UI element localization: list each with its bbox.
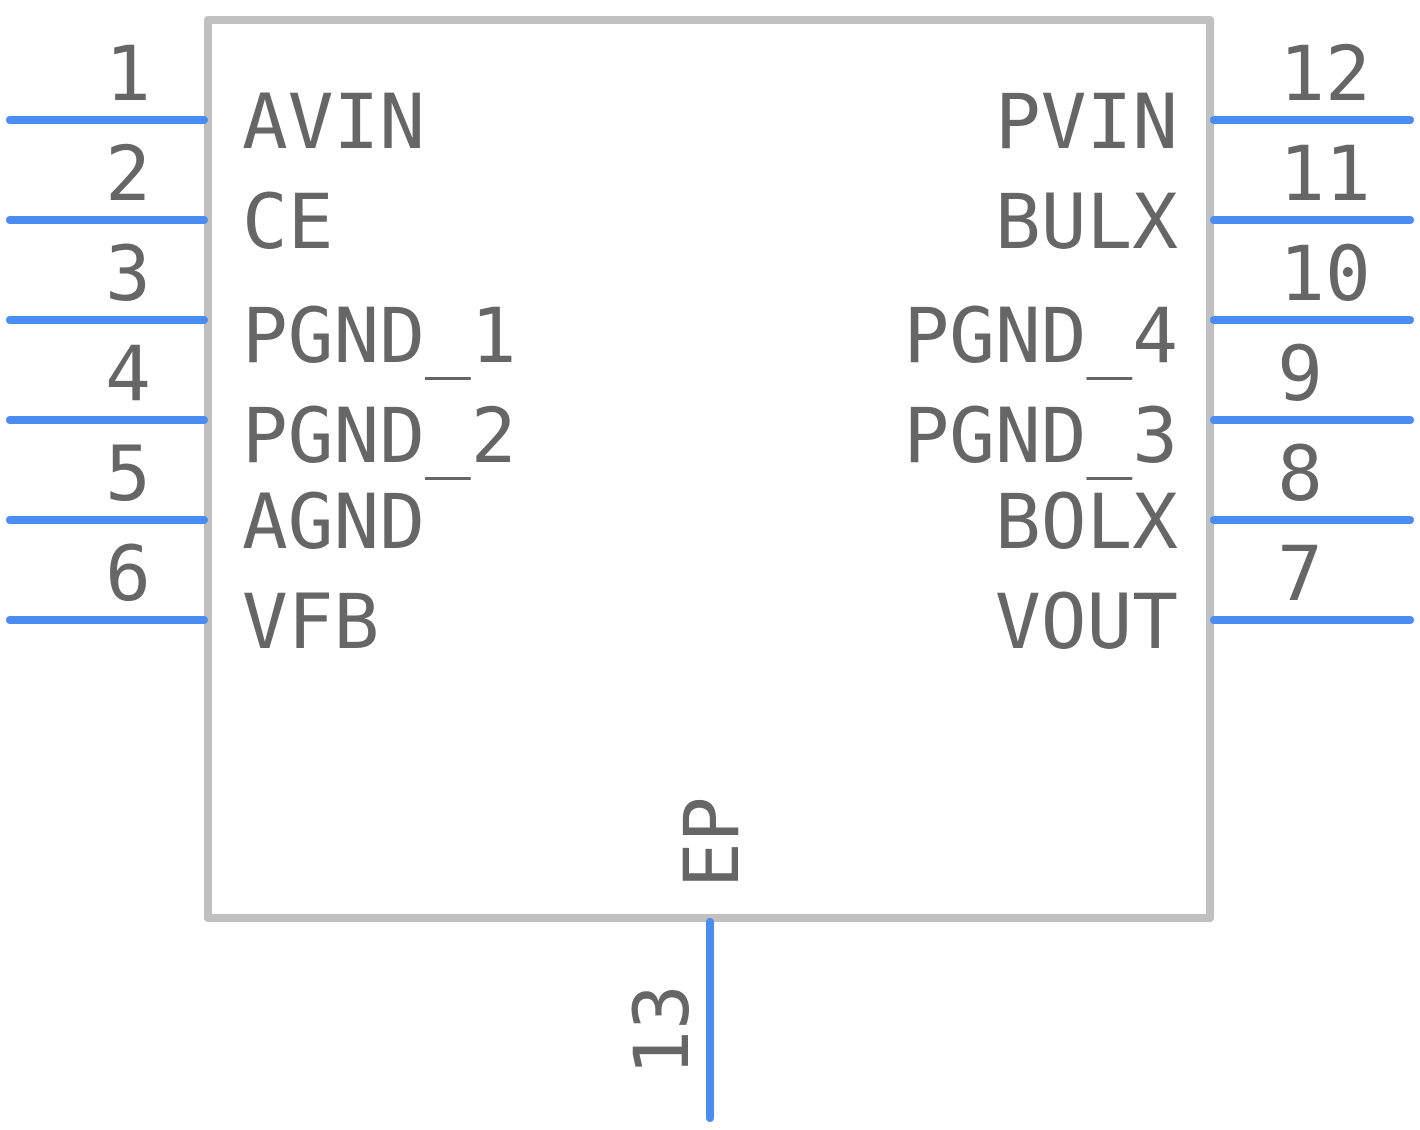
pin-7-number: 7: [1277, 529, 1323, 618]
pin-6-number: 6: [105, 529, 151, 618]
pin-13: 13 EP: [617, 796, 756, 1122]
pin-8-number: 8: [1277, 429, 1323, 518]
pin-2: 2 CE: [6, 129, 334, 266]
pin-5: 5 AGND: [6, 429, 425, 566]
pin-1: 1 AVIN: [6, 29, 425, 166]
pin-10: 10 PGND_4: [903, 229, 1414, 380]
pin-3-number: 3: [105, 229, 151, 318]
pin-11-name: BULX: [995, 177, 1178, 266]
pin-4-number: 4: [105, 329, 151, 418]
pin-4-name: PGND_2: [242, 391, 517, 480]
pin-7-name: VOUT: [995, 577, 1178, 666]
pin-2-number: 2: [105, 129, 151, 218]
pin-13-name: EP: [667, 796, 756, 888]
pin-13-number: 13: [617, 984, 706, 1076]
pin-12: 12 PVIN: [995, 29, 1414, 166]
pin-9-number: 9: [1277, 329, 1323, 418]
pin-9: 9 PGND_3: [903, 329, 1414, 480]
pin-6-name: VFB: [242, 577, 379, 666]
pin-10-name: PGND_4: [903, 291, 1178, 380]
pin-9-name: PGND_3: [903, 391, 1178, 480]
pin-4: 4 PGND_2: [6, 329, 517, 480]
pin-1-name: AVIN: [242, 77, 425, 166]
pin-12-number: 12: [1279, 29, 1371, 118]
pin-6: 6 VFB: [6, 529, 379, 666]
pin-5-number: 5: [105, 429, 151, 518]
pin-11-number: 11: [1279, 129, 1371, 218]
pin-8-name: BOLX: [995, 477, 1178, 566]
pin-7: 7 VOUT: [995, 529, 1414, 666]
ic-body-outline: [204, 16, 1214, 922]
pin-1-number: 1: [105, 29, 151, 118]
pin-3: 3 PGND_1: [6, 229, 517, 380]
pin-8: 8 BOLX: [995, 429, 1414, 566]
pin-11: 11 BULX: [995, 129, 1414, 266]
pin-12-name: PVIN: [995, 77, 1178, 166]
pin-5-name: AGND: [242, 477, 425, 566]
pin-2-name: CE: [242, 177, 334, 266]
pin-3-name: PGND_1: [242, 291, 517, 380]
pin-10-number: 10: [1279, 229, 1371, 318]
